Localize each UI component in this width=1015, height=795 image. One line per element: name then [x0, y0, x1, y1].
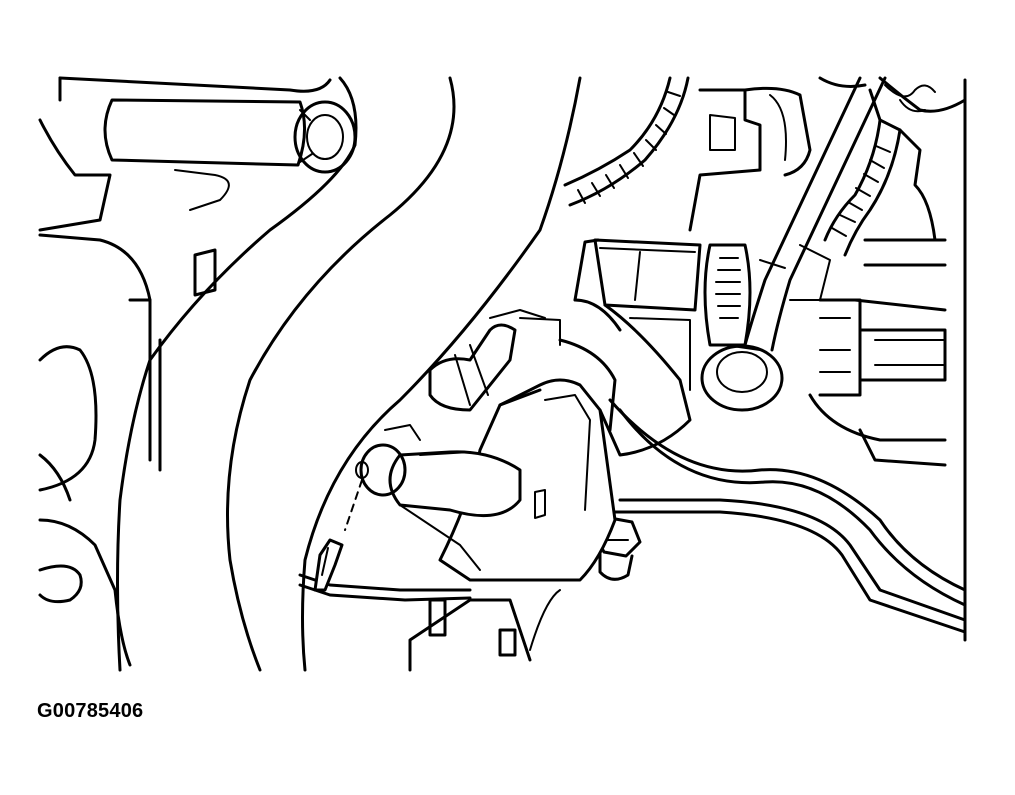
connector [703, 243, 752, 347]
shift-lever [558, 238, 702, 457]
alignment-clip [313, 479, 363, 592]
right-wire-harness [789, 118, 902, 301]
curved-shroud [116, 76, 456, 672]
figure-id-label: G00785406 [37, 700, 144, 722]
upper-bracket [688, 76, 967, 242]
case-flange [608, 78, 967, 642]
left-housing [38, 76, 332, 667]
wire-harness [563, 76, 690, 207]
sensor-barrel [428, 309, 561, 412]
ball-stud [355, 424, 522, 571]
right-cylinder [808, 238, 947, 467]
mount-bracket [408, 378, 617, 672]
upper-rod [103, 98, 357, 174]
